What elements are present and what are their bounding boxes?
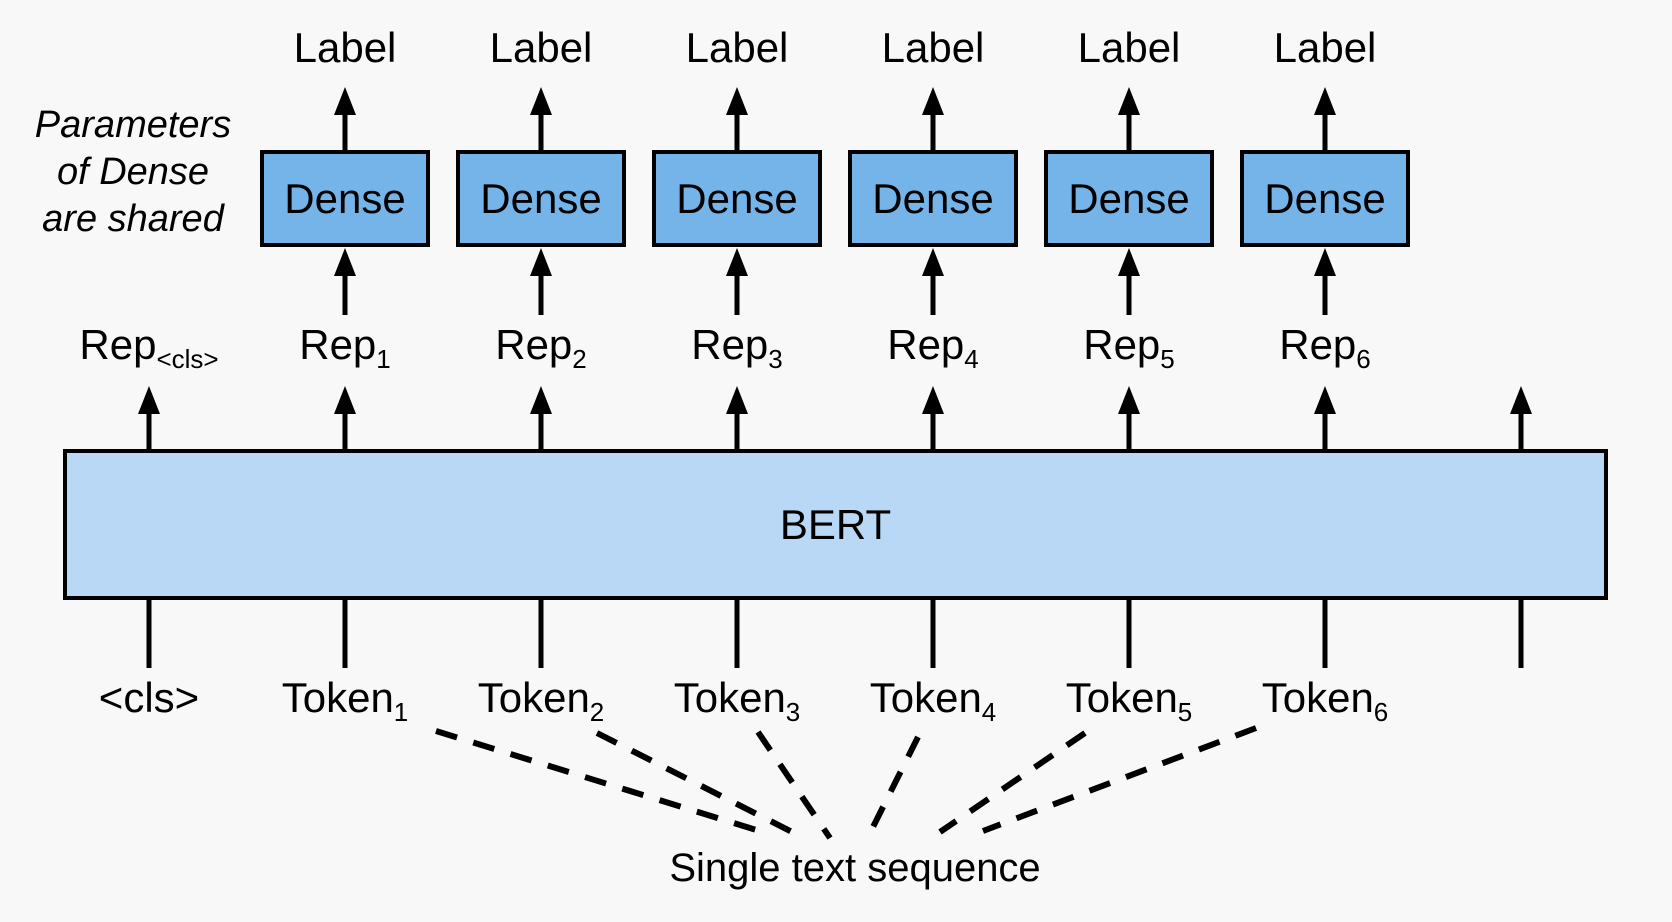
rep-label-2: Rep2: [495, 321, 587, 374]
shared-parameters-note: Parameters of Dense are shared: [23, 102, 243, 243]
bert-box-label: BERT: [779, 500, 892, 548]
token-label-5: Token5: [1065, 674, 1193, 727]
dense-box: Dense: [652, 150, 822, 247]
dense-box-label: Dense: [1068, 174, 1190, 222]
dashed-sequence-lines: [435, 725, 1258, 840]
rep-subscript: 4: [964, 344, 979, 374]
arrow-bert-to-rep: [138, 386, 1532, 449]
dense-box: Dense: [1044, 150, 1214, 247]
token-subscript: 1: [393, 697, 409, 727]
token-label-3: Token3: [673, 674, 801, 727]
dense-box-label: Dense: [480, 174, 602, 222]
single-text-sequence-caption: Single text sequence: [669, 846, 1041, 890]
token-label-cls: <cls>: [98, 674, 200, 721]
note-line-1: Parameters: [34, 104, 232, 146]
rep-subscript: 1: [376, 344, 391, 374]
arrow-dense-to-label: [334, 87, 1336, 150]
rep-subscript: 2: [572, 344, 587, 374]
rep-label-6: Rep6: [1279, 321, 1371, 374]
token-label-1: Token1: [281, 674, 409, 727]
dense-box-label: Dense: [1264, 174, 1386, 222]
rep-subscript: 3: [768, 344, 783, 374]
rep-label-4: Rep4: [887, 321, 979, 374]
dense-box: Dense: [456, 150, 626, 247]
rep-label-1: Rep1: [299, 321, 391, 374]
token-subscript: 5: [1177, 697, 1193, 727]
note-line-2: of Dense: [56, 151, 210, 193]
token-label-4: Token4: [869, 674, 997, 727]
label-text: Label: [685, 24, 789, 71]
dense-box-label: Dense: [676, 174, 798, 222]
label-text: Label: [881, 24, 985, 71]
dense-box-label: Dense: [872, 174, 994, 222]
dense-box: Dense: [848, 150, 1018, 247]
rep-label-5: Rep5: [1083, 321, 1175, 374]
arrow-rep-to-dense: [334, 248, 1336, 315]
token-subscript: 2: [589, 697, 605, 727]
rep-label-cls: Rep<cls>: [79, 321, 219, 374]
token-subscript: 3: [785, 697, 801, 727]
note-line-3: are shared: [42, 198, 224, 240]
token-subscript: 6: [1373, 697, 1389, 727]
rep-subscript: 5: [1160, 344, 1175, 374]
dense-box-label: Dense: [284, 174, 406, 222]
rep-subscript: 6: [1356, 344, 1371, 374]
token-input-line: [146, 600, 1524, 668]
label-text: Label: [293, 24, 397, 71]
token-label-6: Token6: [1261, 674, 1389, 727]
token-label-2: Token2: [477, 674, 605, 727]
label-text: Label: [1077, 24, 1181, 71]
bert-box: BERT: [63, 449, 1608, 600]
rep-subscript: <cls>: [156, 344, 219, 374]
token-subscript: 4: [981, 697, 997, 727]
label-text: Label: [489, 24, 593, 71]
dense-box: Dense: [260, 150, 430, 247]
rep-label-3: Rep3: [691, 321, 783, 374]
label-text: Label: [1273, 24, 1377, 71]
dense-box: Dense: [1240, 150, 1410, 247]
